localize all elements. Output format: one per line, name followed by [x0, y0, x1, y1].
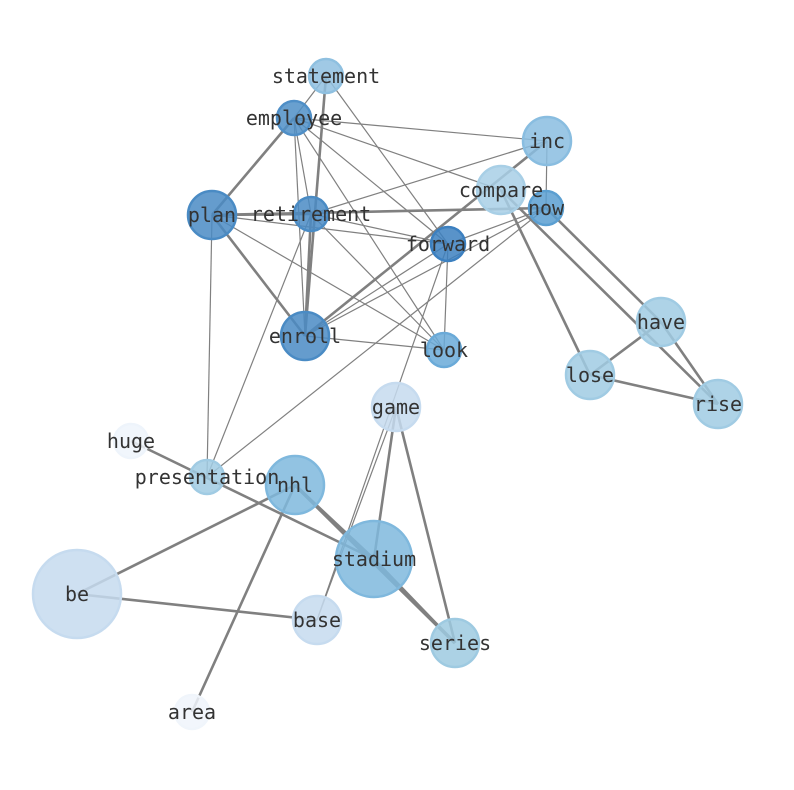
edge-plan-look: [211, 214, 445, 351]
edge-employee-compare: [293, 117, 502, 191]
node-label-nhl: nhl: [277, 473, 313, 497]
node-label-enroll: enroll: [269, 324, 341, 348]
node-label-area: area: [168, 700, 216, 724]
node-stadium[interactable]: [334, 519, 414, 599]
edge-employee-forward: [293, 117, 449, 245]
edge-compare-rise: [500, 189, 719, 405]
edge-retirement-forward: [310, 213, 449, 245]
node-huge[interactable]: [112, 422, 150, 460]
node-have[interactable]: [635, 296, 687, 348]
node-retirement[interactable]: [292, 195, 330, 233]
node-label-stadium: stadium: [332, 547, 416, 571]
edge-game-base: [316, 406, 397, 621]
node-label-presentation: presentation: [135, 465, 280, 489]
edge-nhl-area: [190, 484, 297, 713]
node-label-now: now: [528, 196, 565, 220]
node-rise[interactable]: [692, 378, 744, 430]
node-inc[interactable]: [521, 115, 573, 167]
node-game[interactable]: [370, 381, 422, 433]
edge-plan-forward: [211, 214, 449, 245]
node-statement[interactable]: [307, 57, 345, 95]
node-presentation[interactable]: [188, 458, 226, 496]
edge-plan-presentation: [206, 214, 213, 478]
node-plan[interactable]: [186, 189, 238, 241]
node-label-retirement: retirement: [251, 202, 371, 226]
node-label-plan: plan: [188, 203, 236, 227]
node-label-rise: rise: [694, 392, 742, 416]
node-label-series: series: [419, 631, 491, 655]
node-label-huge: huge: [107, 429, 155, 453]
node-area[interactable]: [173, 693, 211, 731]
edge-employee-inc: [293, 117, 548, 142]
edge-plan-enroll: [210, 214, 307, 337]
node-base[interactable]: [291, 594, 343, 646]
node-label-look: look: [420, 338, 468, 362]
node-compare[interactable]: [475, 164, 527, 216]
node-nhl[interactable]: [264, 454, 326, 516]
node-label-game: game: [372, 395, 420, 419]
node-label-employee: employee: [246, 106, 342, 130]
edge-now-have: [545, 207, 662, 323]
node-label-be: be: [65, 582, 89, 606]
node-series[interactable]: [429, 617, 481, 669]
edge-huge-stadium: [130, 439, 375, 561]
node-label-base: base: [293, 608, 341, 632]
edge-retirement-look: [310, 213, 445, 351]
node-label-have: have: [637, 310, 685, 334]
node-label-compare: compare: [459, 178, 543, 202]
node-be[interactable]: [31, 548, 123, 640]
node-look[interactable]: [425, 331, 463, 369]
node-employee[interactable]: [275, 99, 313, 137]
edge-now-enroll: [304, 207, 547, 337]
node-forward[interactable]: [429, 225, 467, 263]
node-lose[interactable]: [564, 349, 616, 401]
edge-statement-forward: [325, 75, 449, 245]
node-enroll[interactable]: [279, 310, 331, 362]
node-label-statement: statement: [272, 64, 380, 88]
edge-retirement-presentation: [206, 213, 312, 478]
edge-forward-enroll: [304, 243, 449, 337]
node-label-inc: inc: [529, 129, 565, 153]
node-label-forward: forward: [406, 232, 490, 256]
node-now[interactable]: [527, 189, 565, 227]
edge-compare-lose: [499, 189, 592, 376]
nodes-layer: [31, 57, 744, 731]
edge-inc-retirement: [310, 140, 548, 215]
edge-now-presentation: [206, 207, 547, 478]
node-label-lose: lose: [566, 363, 614, 387]
edge-game-series: [394, 406, 457, 644]
